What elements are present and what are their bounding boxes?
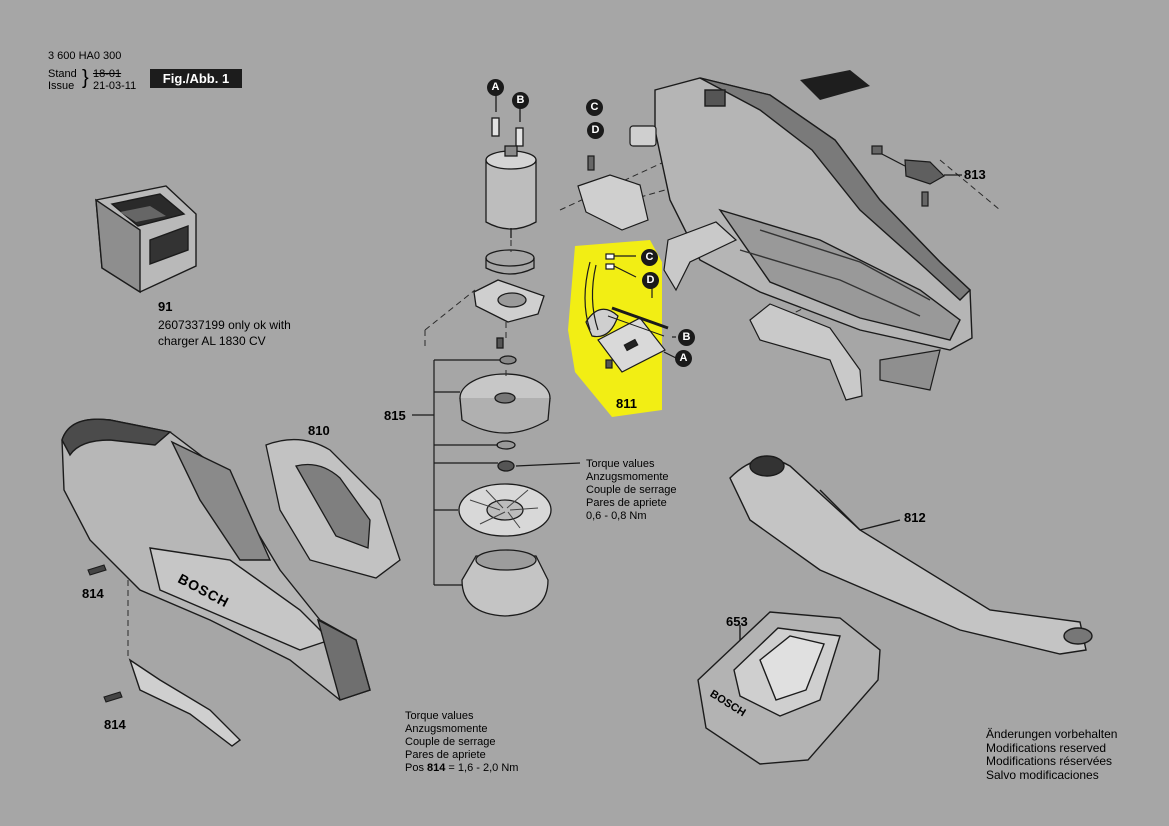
part-number-811: 811 [616,396,637,411]
torque-fan-line3: Couple de serrage [586,484,677,496]
grille-810 [265,438,401,579]
figure-label: Fig./Abb. 1 [150,69,242,88]
mid-housing-parts [663,221,941,401]
stand-label: Stand [48,68,77,80]
issue-label: Issue [48,80,75,92]
part-number-810: 810 [308,423,330,438]
torque-note-screw: Torque values Anzugsmomente Couple de se… [405,710,518,775]
modifications-notice: Änderungen vorbehalten Modifications res… [986,727,1118,782]
torque-fan-line1: Torque values [586,458,655,470]
torque-pos-value: = 1,6 - 2,0 Nm [445,762,519,774]
torque-pos-prefix: Pos [405,762,428,774]
doc-number: 3 600 HA0 300 [48,50,122,62]
part-91-note-line2: charger AL 1830 CV [158,334,266,348]
connector-a-811: A [675,350,692,367]
torque-fan-line2: Anzugsmomente [586,471,669,483]
stand-date: 18-01 [93,68,122,80]
connector-a-motor: A [487,79,504,96]
torque-screw-line2: Anzugsmomente [405,723,488,735]
torque-screw-line3: Couple de serrage [405,736,496,748]
upper-housing-drawing [654,70,973,351]
issue-date: 21-03-11 [93,80,137,92]
torque-pos-number: 814 [427,762,446,774]
part-number-812: 812 [904,510,926,525]
nozzle-812 [729,455,1093,655]
connector-b-motor: B [512,92,529,109]
torque-screw-line4: Pares de apriete [405,749,486,761]
battery-pack-drawing [95,185,197,294]
torque-screw-line1: Torque values [405,710,474,722]
charger-653 [697,611,881,765]
screws-814 [87,564,123,703]
blower-housing-drawing [61,418,371,747]
switch-module-811 [584,253,677,373]
part-number-814-lower: 814 [104,717,126,732]
part-number-91: 91 [158,299,173,314]
motor-drawing [458,95,552,617]
bracket-815 [412,359,581,586]
notice-de: Änderungen vorbehalten [986,727,1118,741]
part-number-814-upper: 814 [82,586,104,601]
torque-note-fan: Torque values Anzugsmomente Couple de se… [586,458,677,523]
part-91-note-line1: 2607337199 only ok with [158,318,291,332]
notice-fr: Modifications réservées [986,754,1113,768]
torque-fan-line5: 0,6 - 0,8 Nm [586,510,647,522]
highlight-811 [568,240,662,417]
connector-d-top: D [587,122,604,139]
connector-d-811: D [642,272,659,289]
connector-c-811: C [641,249,658,266]
part-number-813: 813 [964,167,986,182]
torque-screw-line5: Pos 814 = 1,6 - 2,0 Nm [405,762,518,775]
notice-en: Modifications reserved [986,740,1107,755]
part-number-815: 815 [384,408,406,423]
brace-glyph: } [82,67,89,89]
clip-part [577,125,657,231]
plug-813 [871,145,962,207]
notice-es: Salvo modificaciones [986,767,1099,782]
part-number-653: 653 [726,614,748,629]
connector-b-811: B [678,329,695,346]
torque-fan-line4: Pares de apriete [586,497,667,509]
connector-c-top: C [586,99,603,116]
